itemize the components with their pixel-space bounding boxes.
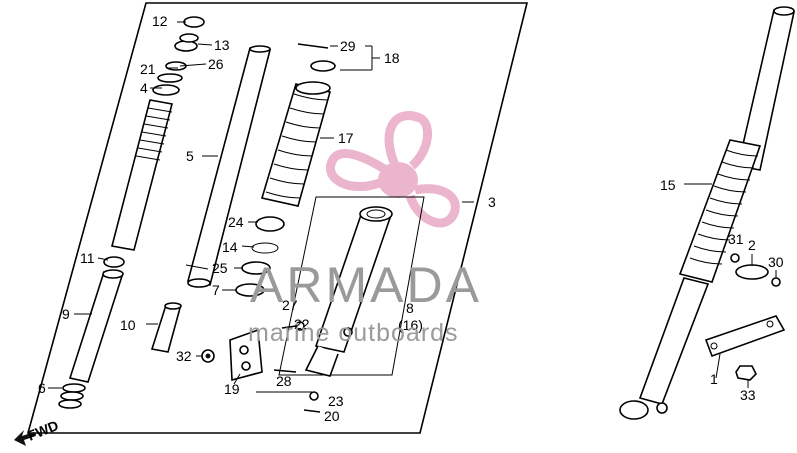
fork-slider <box>304 206 393 377</box>
callout-12: 12 <box>152 13 168 29</box>
callout-31: 31 <box>728 231 744 247</box>
callout-15: 15 <box>660 177 676 193</box>
caliper-bracket <box>229 328 263 382</box>
circlip <box>251 242 279 254</box>
callout-32: 32 <box>176 348 192 364</box>
callout-27: 27 <box>282 297 298 313</box>
left-leader-lines <box>48 21 474 393</box>
damper-rod-assembly <box>111 16 205 251</box>
callout-14: 14 <box>222 239 238 255</box>
short-tube <box>150 302 182 353</box>
callout-2: 2 <box>748 237 756 253</box>
callout-10: 10 <box>120 317 136 333</box>
callout-17: 17 <box>338 130 354 146</box>
callout-6: 6 <box>38 380 46 396</box>
callout-23: 23 <box>328 393 344 409</box>
lower-rod <box>68 269 124 383</box>
callout-7: 7 <box>212 282 220 298</box>
nut-30 <box>771 277 781 287</box>
right-leader-lines <box>684 183 777 388</box>
callout-16: (16) <box>398 317 423 333</box>
ring-part <box>103 256 125 268</box>
callout-29: 29 <box>340 38 356 54</box>
ring-stack <box>58 383 86 409</box>
assembled-fork <box>619 6 795 420</box>
callout-19: 19 <box>224 381 240 397</box>
callout-28: 28 <box>276 373 292 389</box>
callout-22: 22 <box>294 316 310 332</box>
watermark-tagline: marine outboards <box>248 319 459 347</box>
callout-11: 11 <box>80 250 95 266</box>
callout-30: 30 <box>768 254 784 270</box>
oil-seal <box>255 216 285 232</box>
fork-bracket <box>704 315 786 358</box>
callout-8: 8 <box>406 300 414 316</box>
boot-clamp <box>297 43 336 72</box>
forward-arrow-icon <box>14 430 36 446</box>
dust-boot <box>260 81 331 207</box>
callout-9: 9 <box>62 306 70 322</box>
callout-26: 26 <box>208 56 224 72</box>
callout-20: 20 <box>324 408 340 424</box>
nut-31 <box>730 253 740 263</box>
clamp-band <box>735 264 769 280</box>
callout-4: 4 <box>140 80 148 96</box>
fork-outer-tube <box>185 45 272 288</box>
watermark-brand: ARMADA <box>250 257 482 313</box>
armada-propeller-logo <box>326 111 460 228</box>
fasteners <box>273 321 353 413</box>
callout-33: 33 <box>740 387 756 403</box>
callout-25: 25 <box>212 260 228 276</box>
bolt-33 <box>735 365 757 381</box>
callout-3: 3 <box>488 194 496 210</box>
callout-21: 21 <box>140 61 156 77</box>
callout-labels: 12 13 21 26 4 5 11 9 6 10 32 19 24 14 25… <box>38 13 784 424</box>
callout-24: 24 <box>228 214 244 230</box>
callout-1: 1 <box>710 371 718 387</box>
callout-13: 13 <box>214 37 230 53</box>
callout-5: 5 <box>186 148 194 164</box>
callout-18: 18 <box>384 50 400 66</box>
